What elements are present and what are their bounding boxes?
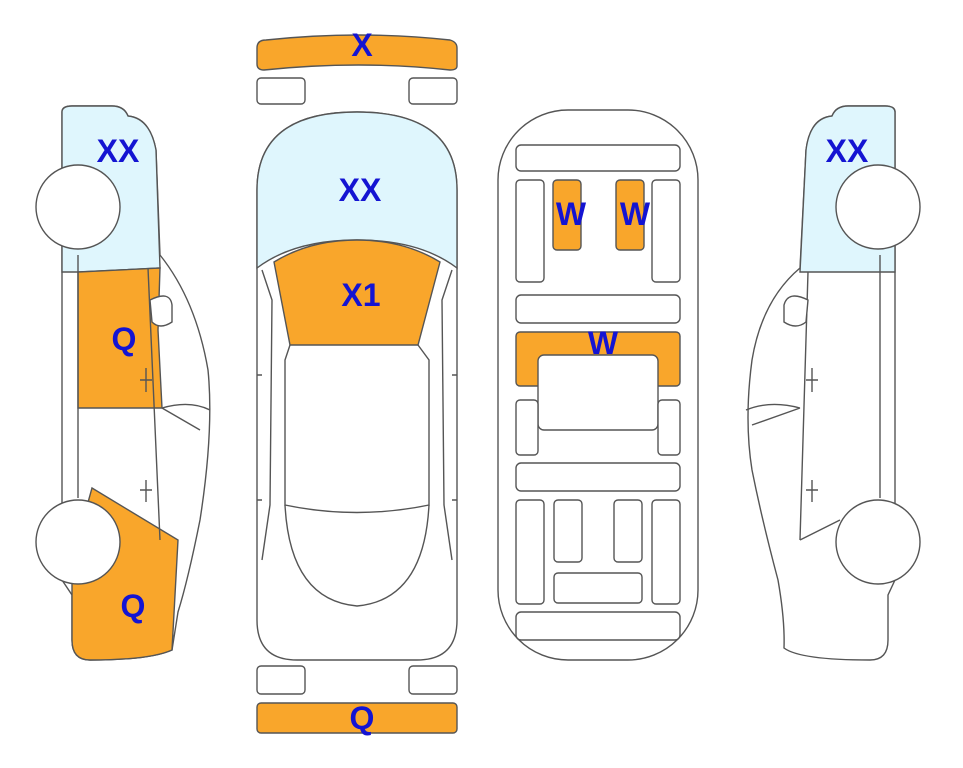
label-underside-left-pad: W (556, 196, 587, 232)
label-top-windshield: XX (339, 172, 382, 208)
top-rear-left-light (256, 665, 306, 695)
left-side-view (35, 105, 211, 661)
left-side-front-wheel (35, 164, 121, 250)
damage-labels: XX Q Q X XX X1 Q W W W XX (97, 27, 869, 736)
label-top-rear-bumper: Q (350, 700, 375, 736)
top-rear-right-light (408, 665, 458, 695)
label-left-windshield: XX (97, 133, 140, 169)
label-left-front-door: Q (112, 321, 137, 357)
left-side-rear-wheel (35, 499, 121, 585)
top-front-right-light (408, 77, 458, 105)
underside-center-panel (537, 354, 659, 431)
top-windshield (256, 111, 458, 270)
right-side-view (745, 105, 921, 661)
top-hood-panel (273, 239, 441, 346)
top-rear-bumper (256, 702, 458, 734)
label-top-hood: X1 (341, 277, 380, 313)
underside-view (497, 109, 699, 661)
underside-right-pad (615, 179, 645, 251)
top-front-left-light (256, 77, 306, 105)
label-top-front-bumper: X (351, 27, 373, 63)
right-side-rear-wheel (835, 499, 921, 585)
label-left-rear-quarter: Q (121, 588, 146, 624)
underside-left-pad (552, 179, 582, 251)
top-front-bumper (256, 34, 458, 71)
label-underside-right-pad: W (620, 196, 651, 232)
right-side-front-wheel (835, 164, 921, 250)
label-right-windshield: XX (826, 133, 869, 169)
top-view (256, 34, 458, 734)
label-underside-cross-member: W (588, 325, 619, 361)
